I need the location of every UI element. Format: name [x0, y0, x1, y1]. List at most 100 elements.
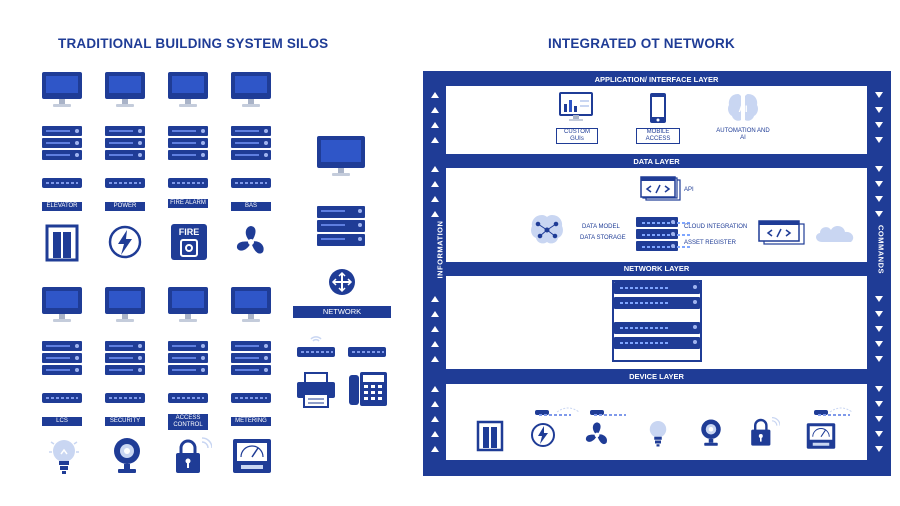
server-icon [168, 126, 208, 162]
device-wifi-signal-icon [829, 407, 853, 413]
information-arrow-up-icon [431, 296, 439, 302]
monitor-icon [317, 136, 365, 176]
server-icon [105, 341, 145, 377]
information-arrow-up-icon [431, 92, 439, 98]
device-lightbulb-icon [649, 421, 667, 447]
server-icon [231, 341, 271, 377]
monitor-icon [105, 72, 145, 108]
lightbulb-icon [49, 440, 79, 474]
silo-label-power: POWER [105, 202, 145, 211]
silo-label-lcs: LCS [42, 417, 82, 426]
monitor-icon [42, 72, 82, 108]
router-icon [329, 269, 355, 295]
monitor-icon [168, 72, 208, 108]
device-switch-icon [590, 410, 626, 416]
lock-icon [176, 437, 212, 473]
switch-icon [168, 178, 208, 188]
information-arrow-up-icon [431, 107, 439, 113]
data-model-label: DATA MODEL [582, 224, 620, 230]
commands-arrow-down-icon [875, 446, 883, 452]
silo-label-metering: METERING [231, 417, 271, 426]
asset-register-label: ASSET REGISTER [684, 240, 736, 246]
commands-arrow-down-icon [875, 311, 883, 317]
commands-arrow-down-icon [875, 181, 883, 187]
network-rack-bottom [614, 322, 700, 352]
wifi-icon [310, 336, 322, 342]
data-layer-title: DATA LAYER [633, 157, 680, 166]
information-arrow-up-icon [431, 181, 439, 187]
commands-arrow-down-icon [875, 166, 883, 172]
information-arrow-up-icon [431, 386, 439, 392]
information-arrow-up-icon [431, 326, 439, 332]
information-arrow-up-icon [431, 446, 439, 452]
automation-ai-label: AUTOMATION AND AI [716, 128, 770, 141]
data-server-icon [636, 217, 692, 253]
commands-arrow-down-icon [875, 431, 883, 437]
commands-arrow-down-icon [875, 341, 883, 347]
ai-text: AI [739, 104, 748, 114]
switch-icon [348, 347, 386, 357]
server-icon [168, 341, 208, 377]
silo-label-elevator: ELEVATOR [42, 202, 82, 211]
commands-arrow-down-icon [875, 92, 883, 98]
printer-icon [297, 372, 335, 408]
wireless-access-point-icon [297, 347, 335, 357]
fire-alarm-icon: FIRE [171, 224, 207, 260]
monitor-icon [231, 72, 271, 108]
device-camera-icon [701, 419, 721, 446]
device-elevator-icon [476, 420, 504, 452]
network-layer-title: NETWORK LAYER [623, 264, 690, 273]
information-arrow-up-icon [431, 166, 439, 172]
custom-guis-label: CUSTOM GUIs [556, 128, 598, 144]
network-rack-frame [612, 280, 702, 362]
commands-arrow-down-icon [875, 196, 883, 202]
right-heading: INTEGRATED OT NETWORK [548, 36, 735, 51]
lightning-icon [108, 225, 142, 259]
switch-icon [168, 393, 208, 403]
monitor-icon [42, 287, 82, 323]
commands-arrow-down-icon [875, 107, 883, 113]
information-arrow-up-icon [431, 137, 439, 143]
dashboard-icon [559, 92, 593, 121]
device-switch-icon [814, 410, 850, 416]
information-arrow-up-icon [431, 416, 439, 422]
device-lightning-icon [531, 423, 555, 447]
server-icon [317, 206, 365, 248]
commands-arrow-down-icon [875, 356, 883, 362]
commands-arrow-down-icon [875, 326, 883, 332]
integration-code-icon [758, 220, 805, 245]
api-label: API [684, 187, 694, 193]
ai-brain-icon: AI [728, 94, 758, 121]
information-arrow-up-icon [431, 211, 439, 217]
cloud-icon [816, 226, 854, 242]
switch-icon [231, 393, 271, 403]
commands-arrow-down-icon [875, 401, 883, 407]
fan-icon [236, 226, 264, 254]
information-side-label: INFORMATION [435, 220, 445, 279]
silo-label-access-control: ACCESS CONTROL [168, 414, 208, 430]
device-fan-icon [585, 422, 607, 445]
monitor-icon [231, 287, 271, 323]
api-code-icon [640, 176, 681, 201]
server-icon [231, 126, 271, 162]
silo-label-security: SECURITY [105, 417, 145, 426]
device-meter-icon [806, 423, 836, 449]
commands-side-label: COMMANDS [876, 225, 886, 274]
commands-arrow-down-icon [875, 386, 883, 392]
switch-icon [42, 393, 82, 403]
data-brain-icon [531, 215, 563, 244]
server-icon [105, 126, 145, 162]
commands-arrow-down-icon [875, 122, 883, 128]
commands-arrow-down-icon [875, 137, 883, 143]
silo-label-fire-alarm: FIRE ALARM [168, 199, 208, 208]
information-arrow-up-icon [431, 311, 439, 317]
information-arrow-up-icon [431, 401, 439, 407]
phone-icon [349, 372, 387, 406]
server-icon [42, 341, 82, 377]
left-heading: TRADITIONAL BUILDING SYSTEM SILOS [58, 36, 329, 51]
network-label: NETWORK [293, 306, 391, 318]
switch-icon [105, 178, 145, 188]
device-layer-title: DEVICE LAYER [629, 372, 684, 381]
switch-icon [231, 178, 271, 188]
meter-icon [233, 439, 271, 473]
